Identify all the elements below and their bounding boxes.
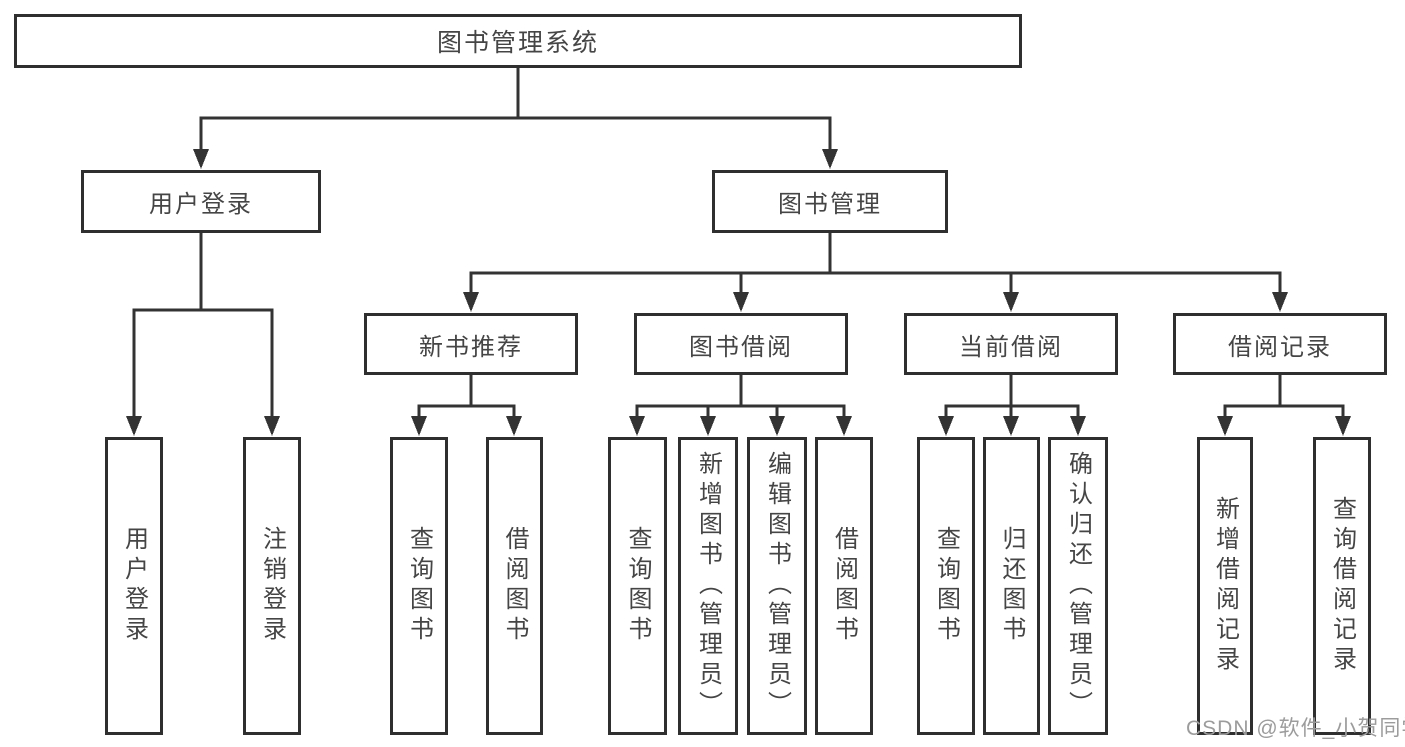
leaf-return-books: 归还图书 [983, 437, 1040, 735]
leaf-borrowing-borrow-books: 借阅图书 [815, 437, 873, 735]
leaf-add-borrow-record: 新增借阅记录 [1197, 437, 1253, 735]
node-current-borrowing: 当前借阅 [904, 313, 1118, 375]
node-book-borrowing: 图书借阅 [634, 313, 848, 375]
leaf-confirm-return-admin: 确认归还（管理员） [1048, 437, 1108, 735]
leaf-recommend-borrow-books: 借阅图书 [486, 437, 543, 735]
node-borrow-records: 借阅记录 [1173, 313, 1387, 375]
leaf-query-borrow-record: 查询借阅记录 [1313, 437, 1371, 735]
leaf-borrowing-query-books: 查询图书 [608, 437, 667, 735]
leaf-current-query-books: 查询图书 [917, 437, 975, 735]
node-new-book-recommend: 新书推荐 [364, 313, 578, 375]
leaf-edit-books-admin: 编辑图书（管理员） [747, 437, 807, 735]
leaf-logout-login: 注销登录 [243, 437, 301, 735]
node-library-system: 图书管理系统 [14, 14, 1022, 68]
leaf-recommend-query-books: 查询图书 [390, 437, 448, 735]
node-user-login: 用户登录 [81, 170, 321, 233]
csdn-watermark: CSDN @软件_小贺同学 [1186, 717, 1405, 740]
node-book-management: 图书管理 [712, 170, 948, 233]
leaf-user-login: 用户登录 [105, 437, 163, 735]
leaf-add-books-admin: 新增图书（管理员） [678, 437, 738, 735]
